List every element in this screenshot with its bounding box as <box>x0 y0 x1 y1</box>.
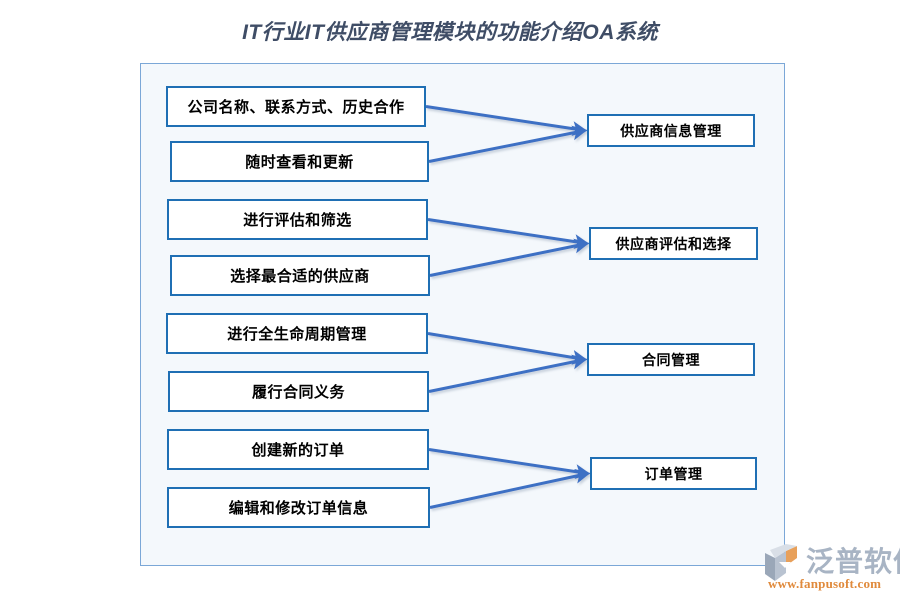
node-label: 进行全生命周期管理 <box>227 326 367 343</box>
module-node: 订单管理 <box>590 457 757 490</box>
brand-logo: 泛普软件 www.fanpusoft.com <box>762 540 900 598</box>
node-label: 选择最合适的供应商 <box>230 268 370 285</box>
detail-node: 进行评估和筛选 <box>167 199 428 240</box>
detail-node: 履行合同义务 <box>168 371 429 412</box>
node-label: 履行合同义务 <box>251 384 345 401</box>
module-node: 供应商信息管理 <box>587 114 755 147</box>
node-label: 创建新的订单 <box>251 442 345 459</box>
node-label: 随时查看和更新 <box>245 154 354 171</box>
detail-node: 编辑和修改订单信息 <box>167 487 430 528</box>
module-node: 供应商评估和选择 <box>589 227 758 260</box>
detail-node: 公司名称、联系方式、历史合作 <box>166 86 426 127</box>
node-label: 供应商评估和选择 <box>615 235 732 252</box>
node-label: 编辑和修改订单信息 <box>228 500 369 517</box>
node-label: 订单管理 <box>644 465 703 482</box>
detail-node: 创建新的订单 <box>167 429 429 470</box>
node-label: 进行评估和筛选 <box>243 212 352 229</box>
brand-url: www.fanpusoft.com <box>768 576 882 591</box>
detail-node: 选择最合适的供应商 <box>170 255 430 296</box>
module-node: 合同管理 <box>587 343 755 376</box>
detail-node: 进行全生命周期管理 <box>166 313 428 354</box>
node-label: 公司名称、联系方式、历史合作 <box>187 99 405 116</box>
brand-name: 泛普软件 <box>806 546 900 577</box>
fanpu-logo-icon <box>765 544 797 581</box>
node-label: 供应商信息管理 <box>620 122 722 139</box>
detail-node: 随时查看和更新 <box>170 141 429 182</box>
page-title: IT行业IT供应商管理模块的功能介绍OA系统 <box>242 21 658 44</box>
node-label: 合同管理 <box>642 351 700 368</box>
